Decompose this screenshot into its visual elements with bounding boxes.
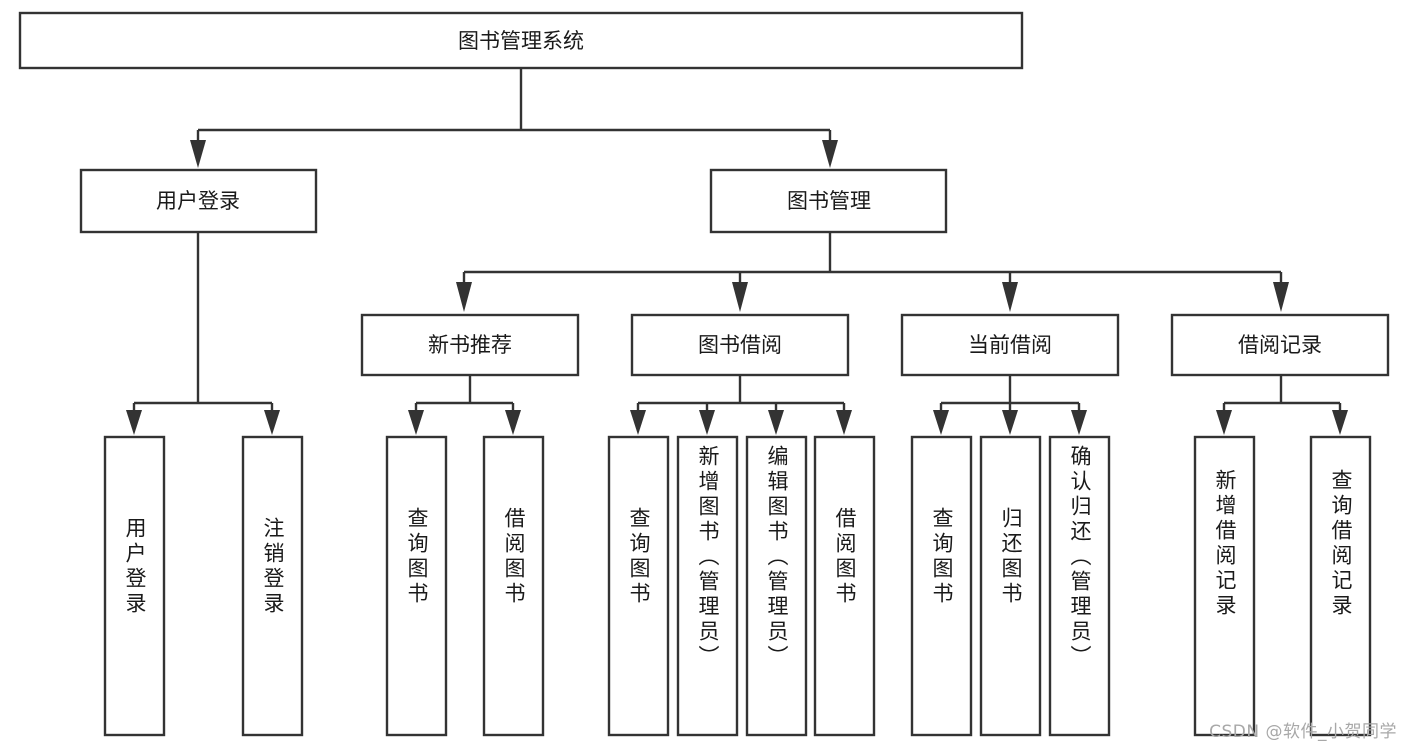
node-box-leaf-query-book-3[interactable] [910,435,973,737]
arrow-to-current-borrow [1002,282,1018,312]
arrow-to-borrow-record [1273,282,1289,312]
arrow-to-user-login [190,140,206,168]
node-box-leaf-borrow-book-1[interactable] [482,435,545,737]
arrow-to-leaf-borrow-book-1 [505,410,521,435]
edge-group-root-to-level2 [190,68,838,168]
arrow-to-leaf-query-book-2 [630,410,646,435]
arrow-to-leaf-query-record [1332,410,1348,435]
arrow-to-leaf-borrow-book-2 [836,410,852,435]
node-label-user-login: 用户登录 [156,189,240,213]
arrow-to-leaf-add-book [699,410,715,435]
node-box-book-borrow[interactable] [630,313,850,377]
node-box-borrow-record[interactable] [1170,313,1390,377]
arrow-to-leaf-query-book-3 [933,410,949,435]
node-box-leaf-query-book-1[interactable] [385,435,448,737]
node-box-new-book-recommend[interactable] [360,313,580,377]
arrow-to-leaf-user-logout [264,410,280,435]
edge-group-borrow-record-to-leaves [1216,375,1348,435]
edge-group-user-login-to-leaves [126,232,280,435]
edge-group-new-book-recommend-to-leaves [408,375,521,435]
csdn-watermark: CSDN @软件_小贺同学 [1209,722,1397,742]
arrow-to-new-book-recommend [456,282,472,312]
edge-group-current-borrow-to-leaves [933,375,1087,435]
node-label-new-book-recommend: 新书推荐 [428,333,512,357]
node-label-book-borrow: 图书借阅 [698,333,782,357]
arrow-to-leaf-user-login [126,410,142,435]
node-box-leaf-confirm-return[interactable] [1048,435,1111,737]
node-label-root: 图书管理系统 [458,29,584,53]
node-box-leaf-user-logout[interactable] [241,435,304,737]
node-box-user-login[interactable] [79,168,318,234]
arrow-to-leaf-edit-book [768,410,784,435]
node-box-book-management[interactable] [709,168,948,234]
node-box-leaf-add-book[interactable] [676,435,739,737]
node-box-leaf-return-book[interactable] [979,435,1042,737]
node-box-leaf-query-record[interactable] [1309,435,1372,737]
node-box-leaf-user-login[interactable] [103,435,166,737]
arrow-to-leaf-return-book [1002,410,1018,435]
arrow-to-book-borrow [732,282,748,312]
node-box-leaf-query-book-2[interactable] [607,435,670,737]
arrow-to-leaf-query-book-1 [408,410,424,435]
edge-group-book-management-to-level3 [456,232,1289,312]
arrow-to-leaf-add-record [1216,410,1232,435]
node-label-borrow-record: 借阅记录 [1238,333,1322,357]
node-box-root[interactable] [18,11,1024,70]
arrow-to-leaf-confirm-return [1071,410,1087,435]
node-box-current-borrow[interactable] [900,313,1120,377]
node-box-leaf-edit-book[interactable] [745,435,808,737]
node-box-leaf-add-record[interactable] [1193,435,1256,737]
node-label-book-management: 图书管理 [787,189,871,213]
node-box-leaf-borrow-book-2[interactable] [813,435,876,737]
arrow-to-book-management [822,140,838,168]
edge-group-book-borrow-to-leaves [630,375,852,435]
node-label-current-borrow: 当前借阅 [968,333,1052,357]
